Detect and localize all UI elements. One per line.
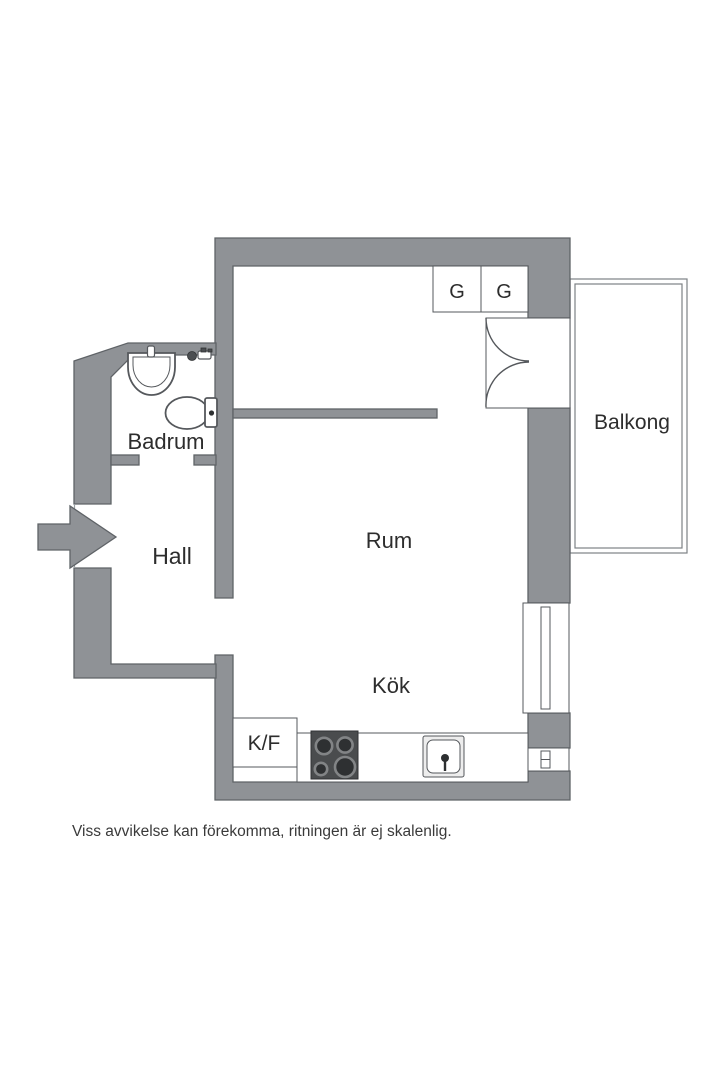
mixer-knob	[200, 347, 207, 353]
fridge-freezer: K/F	[232, 717, 298, 768]
burner	[314, 736, 334, 756]
room-label-kok: Kök	[372, 673, 411, 698]
disclaimer-text: Viss avvikelse kan förekomma, ritningen …	[72, 823, 452, 840]
mixer-knob	[207, 348, 213, 353]
mixer-icon	[187, 347, 213, 361]
stove-icon	[310, 730, 359, 780]
entry-arrow-icon	[37, 504, 118, 570]
fridge-freezer-box	[232, 717, 298, 768]
window-large	[522, 602, 570, 714]
room-label-rum: Rum	[366, 528, 412, 553]
washbasin-tap	[146, 345, 156, 358]
fridge-freezer-label: K/F	[248, 732, 281, 755]
closets: G G	[432, 265, 529, 313]
wall-segment	[193, 454, 217, 466]
burner	[333, 755, 357, 779]
wall-segment	[73, 567, 217, 679]
closet-box	[480, 265, 529, 313]
washbasin-rim	[132, 356, 171, 388]
door-swing-arc	[485, 361, 530, 408]
burner	[313, 761, 329, 777]
room-label-hall: Hall	[152, 543, 192, 569]
window-glazing	[540, 606, 551, 710]
toilet-icon	[164, 396, 218, 430]
closet-box	[432, 265, 482, 313]
wall-segment	[110, 454, 140, 466]
balcony-door-opening	[485, 317, 571, 409]
wall-segment	[232, 408, 438, 419]
toilet-button	[208, 410, 215, 416]
balcony-outline	[569, 278, 688, 554]
window-small	[522, 747, 570, 772]
balcony-inner-border	[574, 283, 683, 549]
washbasin-bowl	[127, 352, 176, 396]
wall-segment	[527, 407, 571, 604]
washbasin-icon	[127, 345, 176, 396]
balcony-door	[485, 317, 571, 409]
closet-label: G	[496, 281, 512, 303]
wall-segment	[527, 712, 571, 749]
closet-label: G	[449, 281, 465, 303]
mixer-valve	[187, 351, 197, 361]
room-label-badrum: Badrum	[127, 429, 204, 454]
burner	[336, 736, 354, 754]
door-swing-arc	[485, 317, 530, 362]
room-label-balkong: Balkong	[594, 411, 670, 434]
sink-tap	[441, 754, 449, 762]
toilet-bowl	[164, 396, 210, 430]
kitchen-sink-icon	[422, 735, 465, 778]
